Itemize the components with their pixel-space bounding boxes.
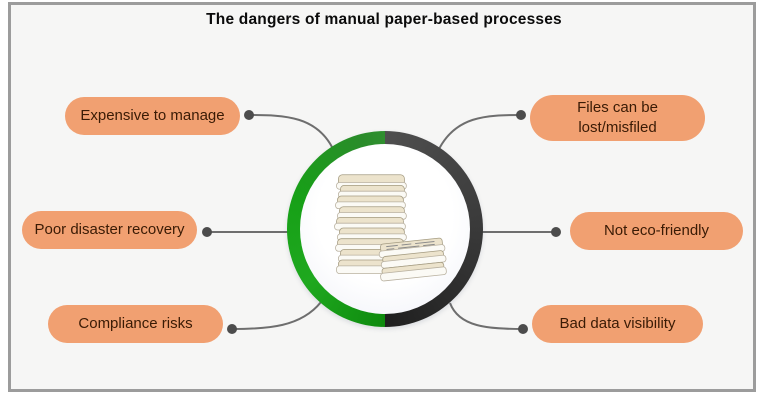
center-ring (287, 131, 483, 327)
paper-stack-icon (334, 174, 447, 282)
center-circle (300, 144, 470, 314)
paper-stack-angled (378, 237, 447, 282)
diagram-title: The dangers of manual paper-based proces… (206, 11, 562, 28)
item-not-eco-friendly: Not eco-friendly (570, 212, 743, 250)
item-expensive-to-manage: Expensive to manage (65, 97, 240, 135)
item-bad-data-visibility: Bad data visibility (532, 305, 703, 343)
item-poor-disaster-recovery: Poor disaster recovery (22, 211, 197, 249)
item-compliance-risks: Compliance risks (48, 305, 223, 343)
item-files-lost-misfiled: Files can be lost/misfiled (530, 95, 705, 141)
